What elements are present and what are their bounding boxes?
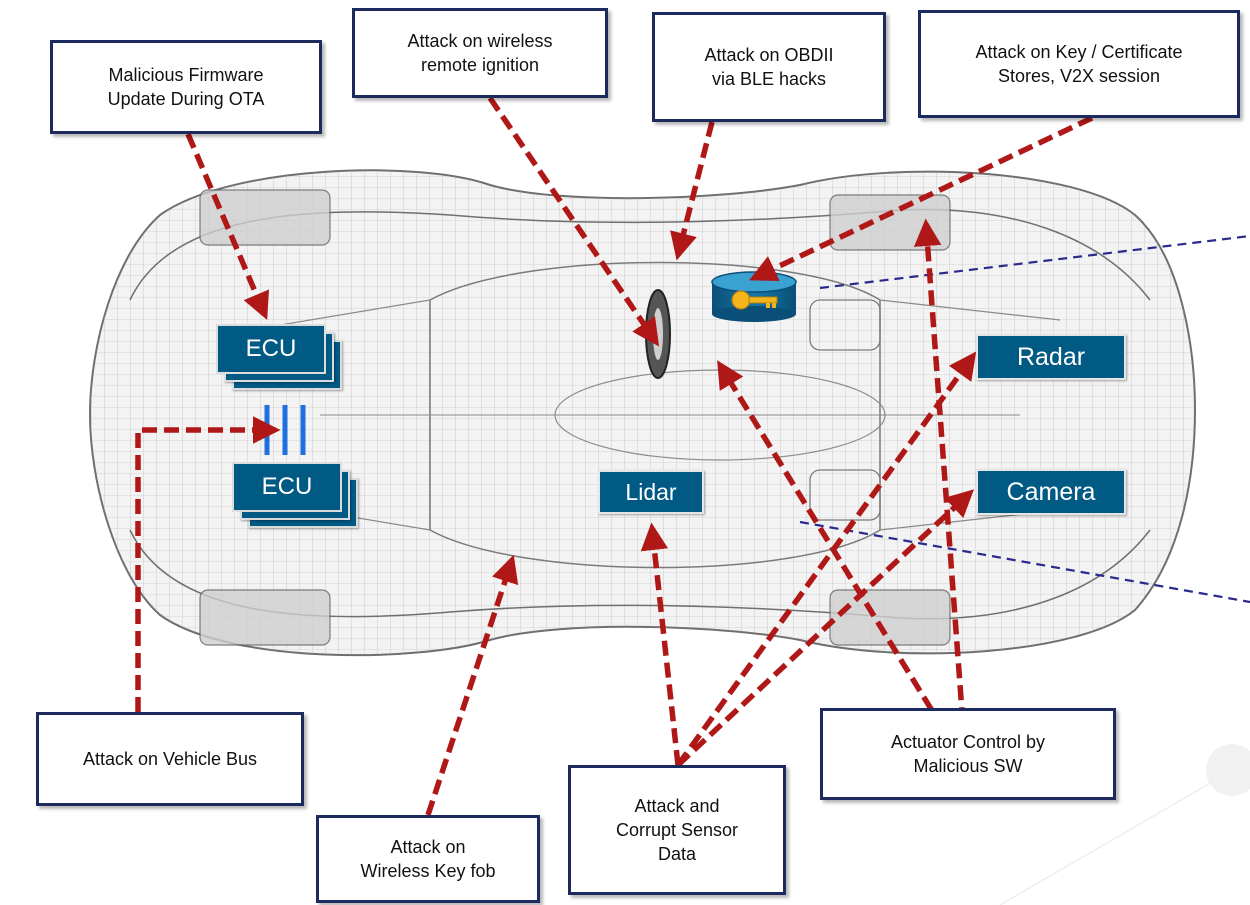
callout-firmware-ota: Malicious Firmware Update During OTA — [50, 40, 322, 134]
steering-wheel-icon — [645, 289, 671, 379]
callout-text: Malicious Firmware Update During OTA — [107, 64, 265, 109]
callout-obdii: Attack on OBDII via BLE hacks — [652, 12, 886, 122]
arrow-sensor-radar — [675, 351, 977, 767]
callout-text: Attack on Key / Certificate Stores, V2X … — [975, 41, 1183, 86]
callout-text: Attack on Wireless Key fob — [360, 836, 496, 881]
callout-key-store: Attack on Key / Certificate Stores, V2X … — [918, 10, 1240, 118]
attack-arrows — [135, 96, 1094, 816]
ecu-label-bottom: ECU — [232, 462, 342, 512]
callout-text: Attack on Vehicle Bus — [82, 748, 258, 769]
arrow-sensor-lidar — [640, 522, 681, 766]
callout-wireless-ignition: Attack on wireless remote ignition — [352, 8, 608, 98]
sensor-fov-lines — [799, 234, 1250, 604]
arrow-key-fob — [425, 554, 519, 816]
ecu-label-top: ECU — [216, 324, 326, 374]
callout-text: Actuator Control by Malicious SW — [890, 731, 1046, 776]
car-wireframe-icon — [88, 169, 1197, 657]
callout-text: Attack on OBDII via BLE hacks — [704, 44, 834, 89]
background-decoration — [999, 744, 1250, 905]
callout-sensor-data: Attack and Corrupt Sensor Data — [568, 765, 786, 895]
arrow-actuator-steer — [717, 360, 969, 768]
callout-vehicle-bus: Attack on Vehicle Bus — [36, 712, 304, 806]
callout-key-fob: Attack on Wireless Key fob — [316, 815, 540, 903]
callout-actuator-control: Actuator Control by Malicious SW — [820, 708, 1116, 800]
key-store-icon — [711, 271, 797, 322]
radar-tag: Radar — [976, 334, 1126, 380]
camera-tag: Camera — [976, 469, 1126, 515]
arrow-sensor-camera — [676, 489, 975, 768]
arrow-obdii — [670, 121, 715, 261]
arrow-ignition-to-steering — [487, 96, 660, 347]
arrow-keystore — [749, 115, 1094, 282]
callout-text: Attack on wireless remote ignition — [407, 30, 553, 75]
arrow-actuator-front — [913, 218, 969, 767]
arrow-vehicle-bus — [135, 416, 281, 712]
arrow-firmware-to-ecu — [185, 132, 270, 321]
callout-text: Attack and Corrupt Sensor Data — [615, 795, 739, 865]
lidar-tag: Lidar — [598, 470, 704, 514]
